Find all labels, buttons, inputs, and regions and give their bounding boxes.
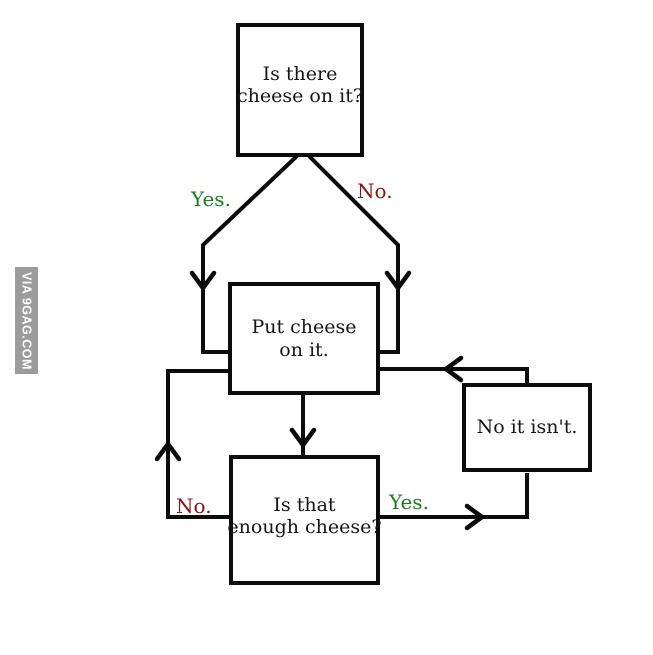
node-line: Is that (273, 493, 336, 516)
node-line: on it. (279, 338, 329, 361)
edge-start-no (307, 154, 400, 354)
node-no-it-isnt: No it isn't. (462, 383, 592, 472)
label-no-bottom: No. (176, 494, 212, 518)
edge-noisnt-put (379, 367, 529, 384)
label-yes-top: Yes. (191, 187, 231, 211)
label-yes-bottom: Yes. (389, 490, 429, 514)
node-is-there-cheese: Is there cheese on it? (236, 23, 364, 157)
arrowhead-down-right-icon (384, 270, 412, 291)
label-no-top: No. (357, 179, 393, 203)
arrowhead-left-icon (443, 355, 464, 383)
arrowhead-down-center-icon (289, 427, 317, 448)
node-line: No it isn't. (476, 416, 578, 439)
node-line: Is there (262, 62, 338, 85)
node-put-cheese: Put cheese on it. (228, 282, 380, 395)
edge-enough-yes (379, 473, 529, 519)
watermark-text: VIA 9GAG.COM (19, 271, 34, 370)
arrowhead-right-icon (464, 503, 485, 531)
arrowhead-up-icon (154, 441, 182, 462)
node-is-that-enough: Is that enough cheese? (227, 455, 382, 585)
node-line: Put cheese (251, 316, 357, 339)
edge-start-yes (201, 154, 299, 354)
arrowhead-down-left-icon (189, 270, 217, 291)
watermark-9gag: VIA 9GAG.COM (15, 267, 38, 374)
node-line: cheese on it? (237, 85, 364, 107)
node-line: enough cheese? (227, 516, 382, 538)
